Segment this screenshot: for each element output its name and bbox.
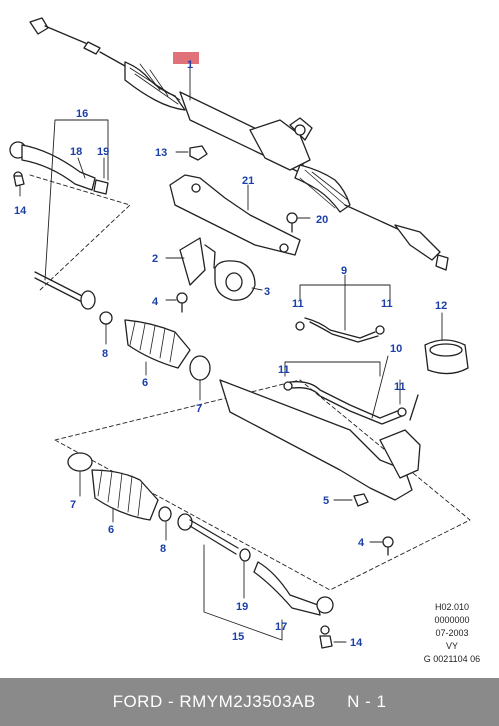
mounting-bracket-21: [169, 174, 301, 256]
footer-bar: FORD - RMYM2J3503AB N - 1: [0, 678, 499, 726]
callout-6-lower: 6: [108, 524, 114, 536]
callout-8-top: 8: [102, 348, 108, 360]
callout-9: 9: [341, 265, 347, 277]
steering-rack-assembly: [29, 17, 449, 271]
callout-14-top: 14: [14, 205, 27, 217]
callout-8-lower: 8: [160, 543, 166, 555]
hydraulic-pipes-10: [283, 381, 407, 425]
callout-17: 17: [275, 621, 287, 633]
callout-12: 12: [435, 300, 447, 312]
callout-11-a: 11: [292, 298, 304, 310]
callout-11-c: 11: [278, 364, 290, 376]
nut-5: [353, 493, 369, 507]
clamp-8-top: [99, 311, 113, 325]
callout-15: 15: [232, 631, 244, 643]
steering-rack-exploded-diagram: 1 16 18 19 14 13 21 20 2 3 4 8 6 7 9 11 …: [9, 17, 471, 649]
callout-18: 18: [70, 146, 82, 158]
clamp-7-lower: [67, 452, 93, 472]
info-block: H02.010 0000000 07-2003 VY G 0021104 06: [417, 602, 487, 664]
callout-labels: 1 16 18 19 14 13 21 20 2 3 4 8 6 7 9 11 …: [14, 59, 447, 649]
callout-4-lower: 4: [358, 537, 365, 549]
callout-21: 21: [242, 175, 254, 187]
clamp-bracket-2: [179, 237, 216, 286]
inner-tie-rod-lower: [177, 513, 239, 555]
callout-11-d: 11: [394, 381, 406, 393]
callout-4-top: 4: [152, 296, 159, 308]
callout-11-b: 11: [381, 298, 393, 310]
clamp-8-lower: [158, 506, 172, 522]
info-line-4: VY: [445, 641, 458, 651]
footer-part-number: FORD - RMYM2J3503AB N - 1: [112, 692, 387, 711]
bushing-3: [214, 260, 256, 301]
info-line-1: H02.010: [434, 602, 470, 612]
callout-16: 16: [76, 108, 88, 120]
bolt-4-lower: [382, 536, 394, 556]
hydraulic-pipes-9: [295, 317, 385, 343]
bolt-4-top: [176, 292, 188, 313]
boot-6-top: [124, 319, 191, 369]
dashed-outline-bottom: [54, 379, 471, 591]
info-line-3: 07-2003: [435, 628, 469, 638]
bolt-20: [286, 212, 298, 233]
callout-2: 2: [152, 253, 158, 265]
callout-7-lower: 7: [70, 499, 76, 511]
outer-tie-rod-end-lower: [239, 548, 334, 635]
leader-lines: [19, 65, 443, 643]
nut-14-top: [13, 175, 25, 187]
callout-14-lower: 14: [350, 637, 363, 649]
callout-1: 1: [187, 59, 193, 71]
nut-14-lower: [319, 635, 333, 649]
boot-12: [424, 339, 469, 375]
callout-19-lower: 19: [236, 601, 248, 613]
part-1-highlight: [173, 52, 199, 64]
callout-7-top: 7: [196, 403, 202, 415]
callout-10: 10: [390, 343, 402, 355]
callout-3: 3: [264, 286, 270, 298]
boot-6-lower: [91, 469, 159, 521]
inner-tie-rod-top: [34, 271, 96, 310]
callout-13: 13: [155, 147, 167, 159]
callout-20: 20: [316, 214, 328, 226]
nut-13: [189, 145, 208, 161]
clamp-7-top: [189, 355, 211, 381]
lower-rack-housing: [219, 379, 421, 501]
callout-19-top: 19: [97, 146, 109, 158]
callout-6-top: 6: [142, 377, 148, 389]
dashed-outline-top: [29, 174, 131, 291]
callout-5: 5: [323, 495, 329, 507]
outer-tie-rod-end-top: [9, 141, 109, 195]
info-line-2: 0000000: [434, 615, 470, 625]
info-line-5: G 0021104 06: [423, 654, 481, 664]
